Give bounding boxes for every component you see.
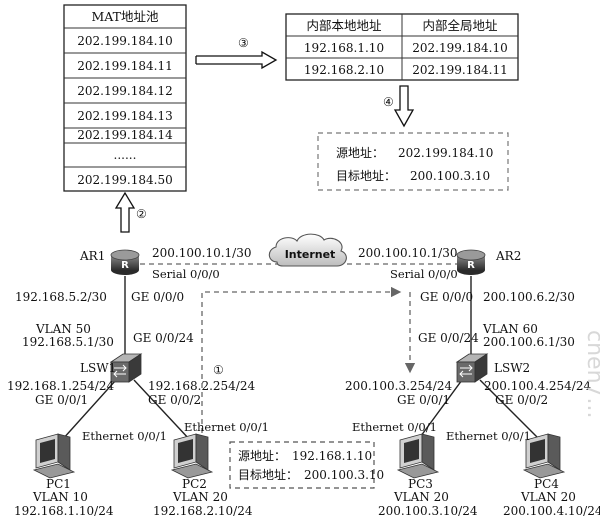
lsw2-name: LSW2 [494, 361, 530, 375]
dst-address: 200.100.3.10 [304, 468, 384, 482]
step-3-label: ③ [238, 36, 249, 50]
pc1-eth: Ethernet 0/0/1 [82, 429, 167, 443]
src-address: 202.199.184.10 [398, 146, 493, 160]
packet-flow-path: ① [201, 286, 416, 442]
translated-packet-box: 源地址： 202.199.184.10 目标地址： 200.100.3.10 [317, 132, 509, 191]
pc2-name: PC2 [182, 477, 207, 491]
lsw2-vlan-ip: 200.100.6.1/30 [483, 335, 575, 349]
pc4-vlan: VLAN 20 [520, 490, 576, 504]
lsw1-vlan: VLAN 50 [35, 322, 91, 336]
pc2-vlan: VLAN 20 [172, 490, 228, 504]
lsw2-right-ip: 200.100.4.254/24 [484, 379, 591, 393]
pc4-ip: 200.100.4.10/24 [503, 504, 600, 518]
ar1-serial-ip: 200.100.10.1/30 [152, 246, 251, 260]
pool-address: 202.199.184.10 [77, 34, 172, 48]
router-ar2: R [456, 249, 486, 275]
pc4 [522, 433, 566, 479]
ar2-serial-if: Serial 0/0/0 [390, 267, 458, 281]
pc2-eth: Ethernet 0/0/1 [184, 420, 269, 434]
pc3-vlan: VLAN 20 [393, 490, 449, 504]
step-2-label: ② [136, 207, 147, 221]
nat-address-pool: MAT地址池 202.199.184.10 202.199.184.11 202… [63, 4, 187, 192]
pool-address: 202.199.184.13 [77, 109, 172, 123]
internet-cloud: Internet [268, 233, 347, 267]
switch-lsw1 [109, 353, 143, 383]
pc3 [396, 433, 440, 479]
router-ar1: R [110, 249, 140, 275]
lsw1-left-if: GE 0/0/1 [35, 393, 88, 407]
lsw1-left-ip: 192.168.1.254/24 [7, 379, 114, 393]
dst-address: 200.100.3.10 [410, 169, 490, 183]
ar1-serial-if: Serial 0/0/0 [152, 267, 220, 281]
router-icon: R [467, 260, 475, 271]
lsw1-right-ip: 192.168.2.254/24 [148, 379, 255, 393]
pc3-ip: 200.100.3.10/24 [378, 504, 478, 518]
pc1-ip: 192.168.1.10/24 [14, 504, 114, 518]
step-3-arrow: ③ [195, 36, 278, 70]
pc3-eth: Ethernet 0/0/1 [352, 420, 437, 434]
ar2-name: AR2 [495, 249, 521, 263]
pc3-name: PC3 [408, 477, 433, 491]
table-cell: 202.199.184.10 [412, 41, 507, 55]
ar1-ge-ip: 192.168.5.2/30 [15, 290, 107, 304]
src-address: 192.168.1.10 [292, 449, 372, 463]
lsw1-pc1-link [61, 379, 117, 441]
table-cell: 192.168.1.10 [304, 41, 384, 55]
pc2 [170, 433, 214, 479]
src-label: 源地址： [336, 146, 384, 160]
lsw1-up-if: GE 0/0/24 [133, 331, 194, 345]
ar2-serial-ip: 200.100.10.1/30 [358, 246, 457, 260]
original-packet-box: 源地址： 192.168.1.10 目标地址： 200.100.3.10 [229, 441, 384, 489]
pool-ellipsis: 202.199.184.14 [77, 128, 173, 142]
ar2-ge-if: GE 0/0/0 [420, 290, 473, 304]
router-icon: R [121, 260, 129, 271]
pool-address: 202.199.184.11 [77, 59, 172, 73]
lsw2-pc4-link [479, 379, 541, 441]
pool-title: MAT地址池 [92, 9, 159, 24]
lsw1-right-if: GE 0/0/2 [148, 393, 201, 407]
ar1-ge-if: GE 0/0/0 [131, 290, 184, 304]
table-header: 内部本地地址 [306, 18, 382, 33]
step-4-label: ④ [383, 95, 394, 109]
internet-label: Internet [285, 248, 336, 261]
lsw2-right-if: GE 0/0/2 [495, 393, 548, 407]
pool-address: ...... [114, 148, 137, 162]
pc2-ip: 192.168.2.10/24 [153, 504, 253, 518]
pool-address: 202.199.184.50 [77, 173, 172, 187]
lsw2-up-if: GE 0/0/24 [418, 331, 479, 345]
ar2-ge-ip: 200.100.6.2/30 [483, 290, 575, 304]
step-4-arrow: ④ [383, 85, 415, 128]
pool-address: 202.199.184.12 [77, 84, 172, 98]
watermark: chen7... [582, 330, 600, 419]
pc4-eth: Ethernet 0/0/1 [446, 429, 531, 443]
table-cell: 202.199.184.11 [412, 63, 507, 77]
pc4-name: PC4 [534, 477, 559, 491]
lsw1-name: LSW1 [80, 361, 116, 375]
table-cell: 192.168.2.10 [304, 63, 384, 77]
switch-lsw2 [455, 353, 489, 383]
lsw1-vlan-ip: 192.168.5.1/30 [22, 335, 114, 349]
lsw2-pc3-link [417, 379, 463, 441]
dst-label: 目标地址： [336, 169, 396, 183]
table-header: 内部全局地址 [422, 18, 498, 33]
lsw2-vlan: VLAN 60 [482, 322, 538, 336]
pc1-name: PC1 [46, 477, 71, 491]
lsw2-left-if: GE 0/0/1 [397, 393, 450, 407]
step-1-label: ① [213, 363, 224, 377]
step-2-arrow: ② [114, 191, 147, 233]
nat-translation-table: 内部本地地址 内部全局地址 192.168.1.10 202.199.184.1… [285, 13, 519, 81]
lsw2-left-ip: 200.100.3.254/24 [345, 379, 452, 393]
dst-label: 目标地址： [238, 468, 298, 482]
ar1-name: AR1 [79, 249, 105, 263]
src-label: 源地址： [238, 449, 286, 463]
lsw1-pc2-link [133, 379, 191, 441]
pc1 [32, 433, 76, 479]
pc1-vlan: VLAN 10 [32, 490, 88, 504]
